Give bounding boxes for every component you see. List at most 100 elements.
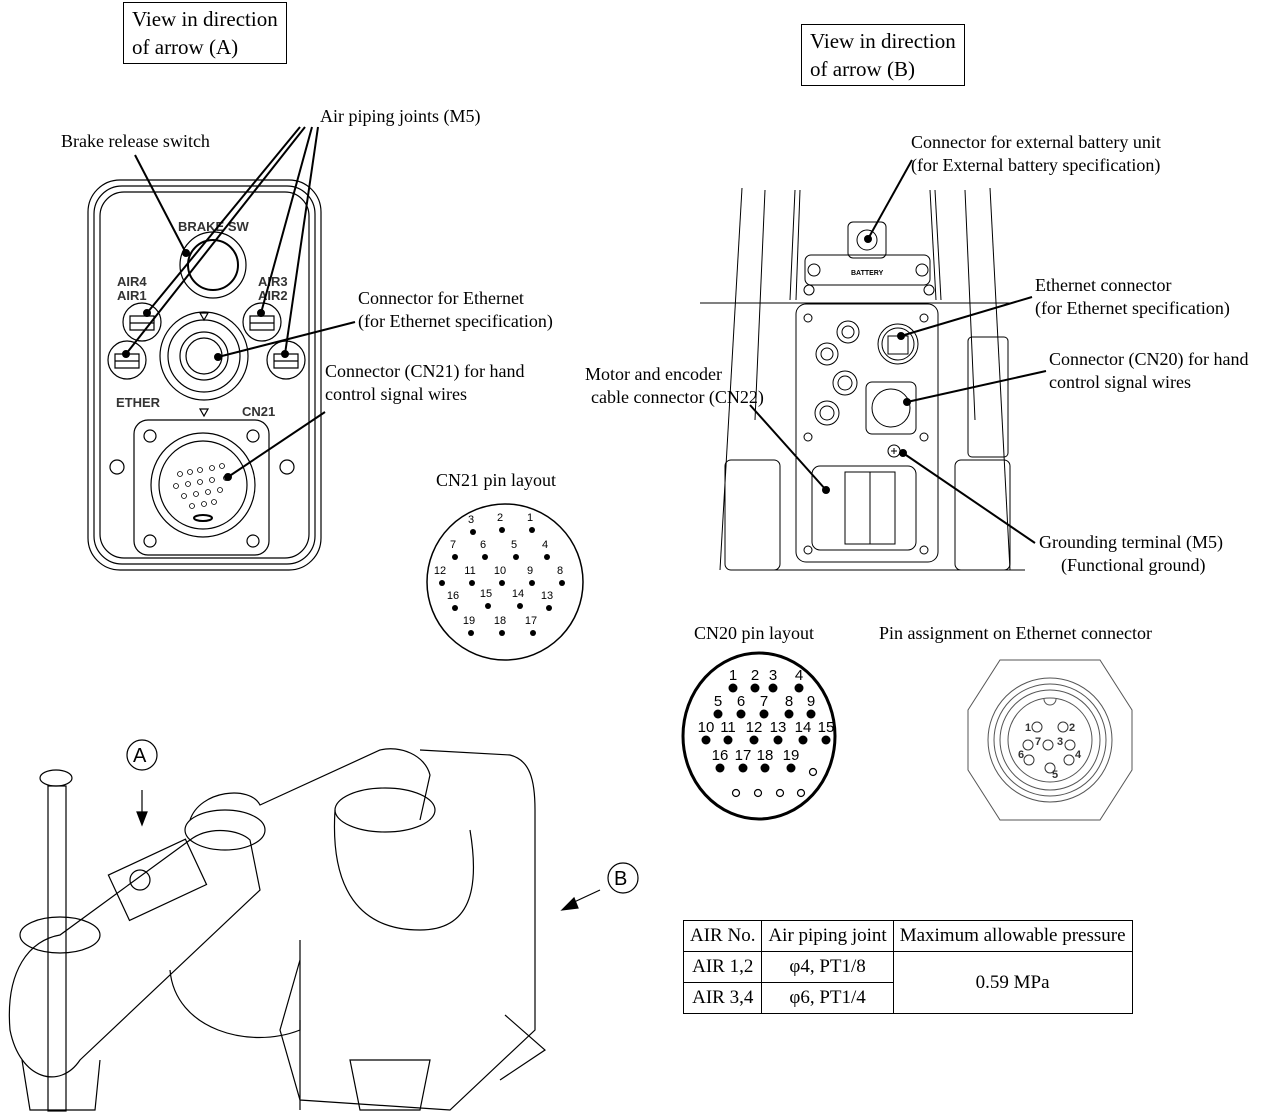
cn20-pin	[728, 683, 738, 693]
cn20-pin	[768, 683, 778, 693]
eth-pin-label: 1	[1025, 722, 1031, 734]
eth-pin	[1057, 721, 1069, 733]
ground-callout-line2: (Functional ground)	[1061, 555, 1206, 575]
cn20-pin	[701, 735, 711, 745]
cn22-callout-line1: Motor and encoder	[585, 364, 722, 384]
view-a-title-line2: of arrow (A)	[132, 35, 239, 59]
ethernet-callout-b-line1: Ethernet connector	[1035, 275, 1172, 295]
view-a-panel-drawing: BRAKE SW AIR4 AIR1 AIR3 AIR2 ETHER CN21	[87, 126, 356, 571]
cn21-pin-label: 17	[525, 615, 537, 627]
eth-pin-label: 6	[1018, 749, 1024, 761]
cn21-pin	[482, 554, 488, 560]
eth-pin-label: 4	[1075, 749, 1082, 761]
arrow-a-marker	[126, 739, 158, 771]
cn20-pin	[798, 735, 808, 745]
cn21-pin-label: 5	[511, 539, 517, 551]
cn21-pin-label: 11	[464, 565, 475, 577]
cn21-pin-label: 9	[527, 565, 533, 577]
rear-connector-panel	[795, 303, 939, 563]
cn20-connector-icon	[865, 381, 917, 435]
air-pressure-table: AIR No. Air piping joint Maximum allowab…	[682, 920, 1133, 1014]
cn20-pin-label: 6	[737, 693, 745, 710]
table-header: Maximum allowable pressure	[892, 920, 1133, 952]
ethernet-callout-a-line2: (for Ethernet specification)	[358, 311, 553, 331]
eth-pin	[1063, 754, 1075, 766]
cn21-pin	[517, 603, 523, 609]
cn21-pin	[468, 630, 474, 636]
cn20-callout-line2: control signal wires	[1049, 372, 1191, 392]
eth-pin	[1022, 739, 1034, 751]
cn21-pin	[452, 554, 458, 560]
cn21-pin-label: 2	[497, 512, 503, 524]
cn20-pin-label: 19	[783, 747, 800, 764]
cn21-pin	[469, 580, 475, 586]
cn20-spare-pin	[796, 788, 806, 798]
eth-pin-label: 7	[1035, 736, 1041, 748]
joint-cell: φ6, PT1/4	[761, 982, 894, 1014]
cn20-pin-label: 2	[751, 667, 759, 684]
robot-isometric-drawing: A B	[8, 739, 639, 1112]
cn20-pin-label: 9	[807, 693, 815, 710]
cn20-pin	[760, 763, 770, 773]
cn21-pin-label: 18	[494, 615, 506, 627]
battery-callout-line2: (for External battery specification)	[911, 155, 1161, 175]
cn21-pin-label: 10	[494, 565, 506, 577]
cn20-pin-label: 12	[746, 719, 763, 736]
panel-outer-frame	[87, 179, 322, 571]
cn20-pin-label: 13	[770, 719, 787, 736]
ethernet-connector-b-icon	[877, 323, 919, 365]
cn20-pin-label: 18	[757, 747, 774, 764]
cn22-callout-line2: cable connector (CN22)	[591, 387, 764, 407]
arrow-a-label: A	[133, 745, 147, 767]
cn21-pin	[513, 554, 519, 560]
cn20-pin-label: 11	[720, 719, 736, 736]
brake-release-callout: Brake release switch	[61, 131, 210, 151]
cn21-pin	[529, 580, 535, 586]
cn21-pin	[499, 527, 505, 533]
cn20-pin-label: 5	[714, 693, 722, 710]
cn20-pin-label: 15	[818, 719, 835, 736]
cn20-spare-pin	[753, 788, 763, 798]
table-header: AIR No.	[682, 920, 763, 952]
cn20-spare-pin	[731, 788, 741, 798]
cn21-pin	[452, 605, 458, 611]
cn20-pin-label: 4	[795, 667, 803, 684]
cn20-pin	[750, 683, 760, 693]
view-b-title: View in direction of arrow (B)	[801, 24, 965, 86]
joint-cell: φ4, PT1/8	[761, 951, 894, 983]
table-row: AIR 1,2 φ4, PT1/8 0.59 MPa	[682, 951, 1133, 1014]
cn20-pin	[806, 709, 816, 719]
cn20-pin-label: 16	[712, 747, 729, 764]
air4-panel-label: AIR4	[117, 274, 147, 289]
eth-pin	[1031, 721, 1043, 733]
arrow-b-marker	[607, 862, 639, 894]
cn20-pin	[759, 709, 769, 719]
arm-control-panel	[107, 838, 208, 922]
cn21-panel-label: CN21	[242, 404, 275, 419]
battery-panel-label: BATTERY	[851, 270, 884, 277]
ethernet-callout-a-line1: Connector for Ethernet	[358, 288, 524, 308]
cn20-pin-label: 10	[698, 719, 715, 736]
cn20-pin	[773, 735, 783, 745]
cn21-pin-label: 8	[557, 565, 563, 577]
cn21-pin	[530, 630, 536, 636]
battery-callout-line1: Connector for external battery unit	[911, 132, 1161, 152]
cn21-pin	[544, 554, 550, 560]
eth-center-pin	[1042, 739, 1054, 751]
air-no-cell: AIR 1,2	[682, 951, 763, 983]
cn21-pin	[499, 580, 505, 586]
cn20-layout-title: CN20 pin layout	[694, 623, 814, 643]
arrow-b-label: B	[614, 868, 627, 890]
cn20-pin	[784, 709, 794, 719]
air-joints-callout: Air piping joints (M5)	[320, 106, 481, 126]
eth-pin	[1044, 762, 1056, 774]
ether-panel-label: ETHER	[116, 395, 161, 410]
view-a-title: View in direction of arrow (A)	[123, 2, 287, 64]
table-header-row: AIR No. Air piping joint Maximum allowab…	[682, 920, 1133, 952]
cn21-connector-icon	[133, 419, 270, 556]
ethernet-callout-b-line2: (for Ethernet specification)	[1035, 298, 1230, 318]
ball-screw-shaft	[47, 785, 67, 1112]
cn20-pin-label: 3	[769, 667, 777, 684]
